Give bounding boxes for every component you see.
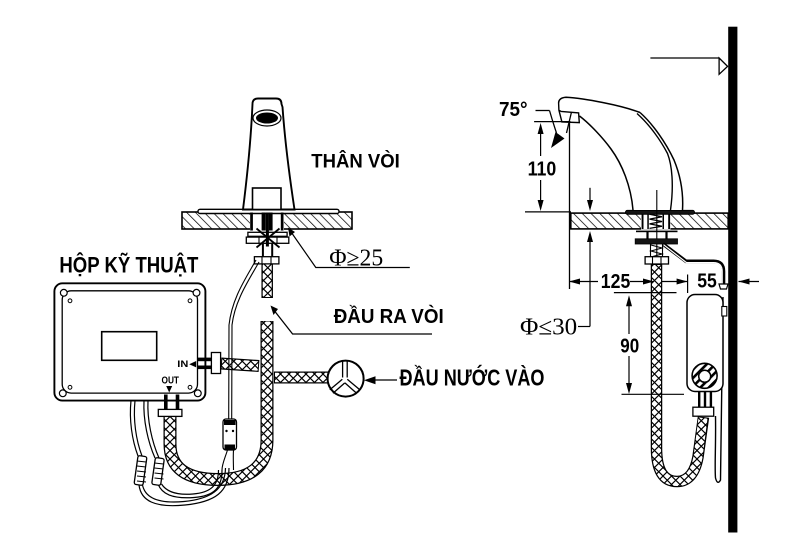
svg-text:IN: IN — [177, 359, 188, 370]
svg-text:THÂN VÒI: THÂN VÒI — [311, 149, 400, 173]
svg-text:OUT: OUT — [162, 374, 180, 386]
svg-text:HỘP KỸ THUẬT: HỘP KỸ THUẬT — [59, 253, 198, 278]
svg-text:90: 90 — [620, 335, 639, 357]
svg-text:ĐẦU NƯỚC VÀO: ĐẦU NƯỚC VÀO — [400, 364, 545, 391]
svg-text:75°: 75° — [499, 99, 528, 121]
svg-text:110: 110 — [528, 159, 557, 181]
svg-text:ĐẦU RA VÒI: ĐẦU RA VÒI — [334, 304, 444, 328]
svg-text:Φ≤30: Φ≤30 — [520, 314, 577, 340]
svg-text:55: 55 — [697, 270, 717, 292]
svg-text:125: 125 — [601, 271, 631, 293]
